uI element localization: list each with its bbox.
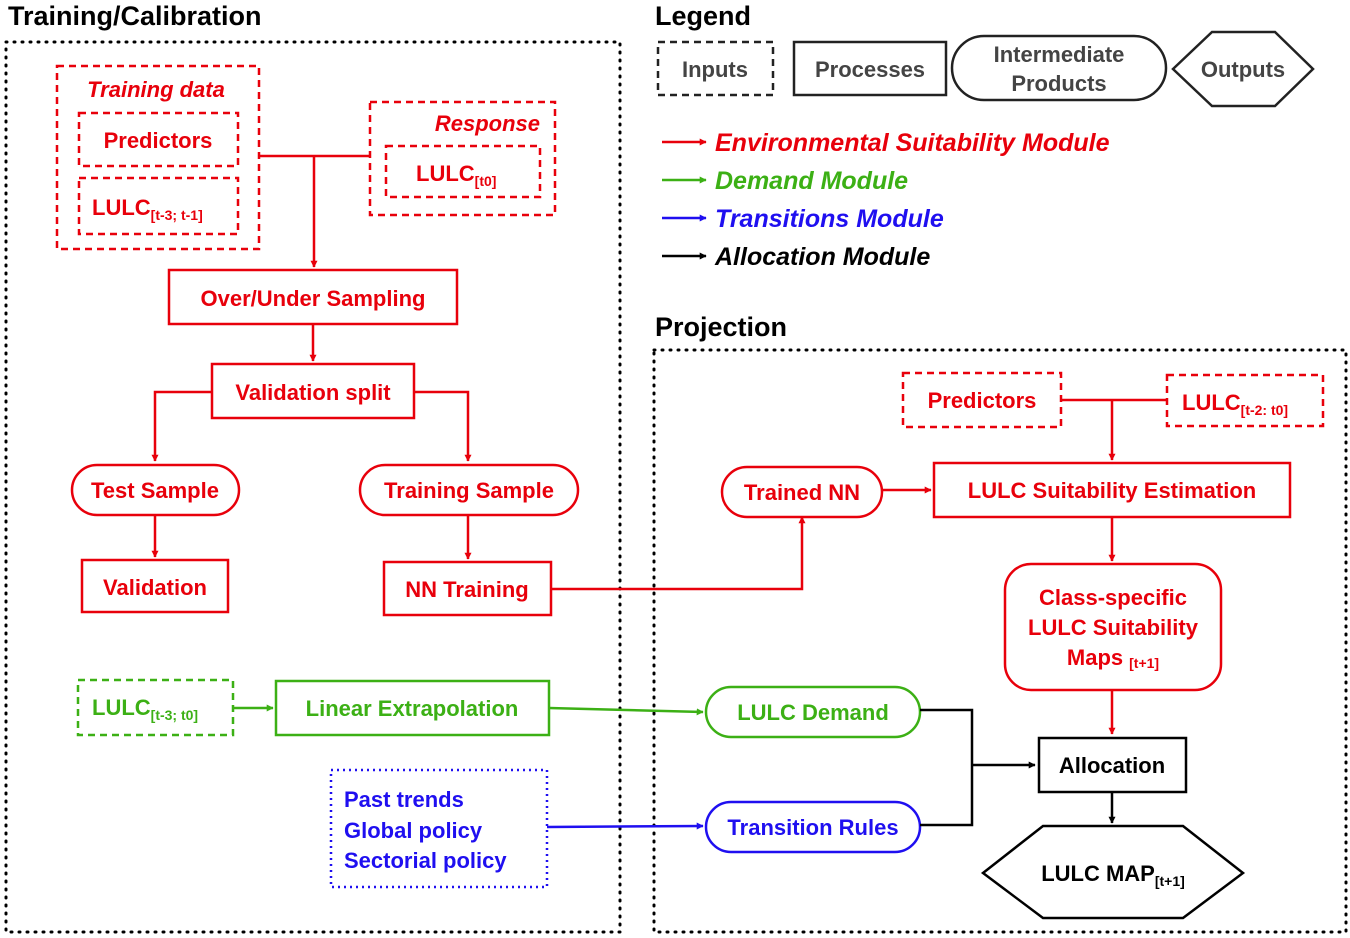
legend-processes-box xyxy=(792,40,948,97)
suitability-estimation-label: LULC Suitability Estimation xyxy=(968,478,1256,503)
nn-training-label: NN Training xyxy=(405,577,528,602)
lulc-history-input-label: LULC[t-3; t-1] xyxy=(92,195,203,223)
projection-section-title: Projection xyxy=(655,312,787,342)
legend-outputs-label: Outputs xyxy=(1201,57,1285,82)
lulc-demand-box xyxy=(704,685,922,739)
lulc-map-output-diamond xyxy=(980,824,1246,920)
legend-module-transitions: Transitions Module xyxy=(715,205,944,233)
response-label: Response xyxy=(435,111,540,136)
legend-outputs-diamond xyxy=(1171,30,1315,108)
predictors-input-label: Predictors xyxy=(104,128,213,153)
legend-intermediate-label-2: Products xyxy=(1011,71,1106,96)
validation-box xyxy=(80,558,230,614)
legend-intermediate-label-1: Intermediate xyxy=(994,42,1125,67)
transition-input-global-policy: Global policy xyxy=(344,818,483,843)
validation-split-label: Validation split xyxy=(235,380,391,405)
lulc-demand-label: LULC Demand xyxy=(737,700,889,725)
test-sample-label: Test Sample xyxy=(91,478,219,503)
training-data-group xyxy=(55,64,261,251)
transition-input-sectorial-policy: Sectorial policy xyxy=(344,848,507,873)
linear-extrapolation-label: Linear Extrapolation xyxy=(306,696,519,721)
legend: Inputs Processes Intermediate Products O… xyxy=(656,30,1315,271)
suitability-maps-label-3: Maps[t+1] xyxy=(1067,645,1159,671)
suitability-maps-label-2: LULC Suitability xyxy=(1028,615,1199,640)
arrow-to-test-sample xyxy=(151,390,212,462)
training-calibration-flow: Training data Predictors LULC[t-3; t-1] … xyxy=(55,64,806,617)
legend-processes-label: Processes xyxy=(815,57,925,82)
training-sample-label: Training Sample xyxy=(384,478,554,503)
validation-label: Validation xyxy=(103,575,207,600)
arrow-to-transition-rules xyxy=(546,822,704,830)
legend-title: Legend xyxy=(655,1,751,31)
transition-inputs-box xyxy=(329,768,549,889)
connector-demand-to-junction xyxy=(920,708,974,827)
arrow-to-lulc-demand xyxy=(548,706,704,716)
lulc-t0-input-box xyxy=(384,144,542,199)
legend-intermediate-box xyxy=(950,34,1168,102)
trained-nn-box xyxy=(720,465,884,519)
legend-module-demand: Demand Module xyxy=(715,167,908,195)
lulc-demand-input-label: LULC[t-3; t0] xyxy=(92,695,198,723)
transition-rules-box xyxy=(704,800,922,854)
trained-nn-label: Trained NN xyxy=(744,480,860,505)
training-data-label: Training data xyxy=(87,77,225,102)
demand-flow: LULC[t-3; t0] Linear Extrapolation LULC … xyxy=(76,678,922,739)
arrow-nn-training-to-trained-nn xyxy=(551,516,806,591)
lulc-history-input-box xyxy=(77,176,240,236)
over-under-sampling-label: Over/Under Sampling xyxy=(201,286,426,311)
transition-input-past-trends: Past trends xyxy=(344,787,464,812)
lulc-map-output-label: LULC MAP[t+1] xyxy=(1041,861,1185,889)
legend-module-environmental: Environmental Suitability Module xyxy=(715,129,1110,157)
response-group xyxy=(368,100,557,217)
legend-inputs-label: Inputs xyxy=(682,57,748,82)
training-section-title: Training/Calibration xyxy=(8,1,262,31)
projection-predictors-label: Predictors xyxy=(928,388,1037,413)
legend-module-allocation: Allocation Module xyxy=(714,243,930,271)
transition-rules-label: Transition Rules xyxy=(727,815,898,840)
projection-flow: Predictors LULC[t-2: t0] Trained NN LULC… xyxy=(720,371,1325,920)
allocation-label: Allocation xyxy=(1059,753,1165,778)
arrow-to-training-sample xyxy=(414,390,472,462)
projection-frame xyxy=(652,348,1348,934)
suitability-maps-label-1: Class-specific xyxy=(1039,585,1187,610)
transitions-flow: Past trends Global policy Sectorial poli… xyxy=(329,768,922,889)
projection-lulc-input-label: LULC[t-2: t0] xyxy=(1182,390,1288,418)
lulc-t0-input-label: LULC[t0] xyxy=(416,161,496,189)
predictors-input-box xyxy=(77,111,240,168)
